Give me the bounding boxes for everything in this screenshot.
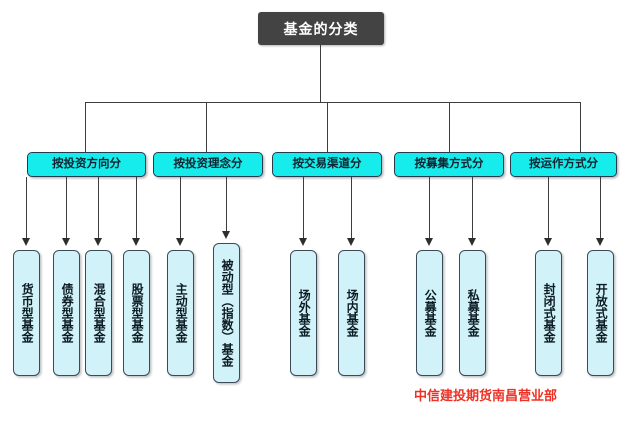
connector-category3-to-leaf7 (303, 177, 305, 239)
connector-bus-to-category-5 (580, 102, 582, 152)
connector-category3-to-leaf8 (351, 177, 353, 239)
root-node-label: 基金的分类 (283, 20, 359, 37)
connector-category4-to-leaf9 (429, 177, 431, 239)
leaf-box-private-placement-fund[interactable]: 私募基金 (459, 250, 486, 376)
arrowhead-leaf6 (222, 231, 230, 239)
arrowhead-leaf12 (596, 238, 604, 246)
leaf-label: 货币型基金 (20, 283, 35, 343)
connector-category2-to-leaf5 (180, 177, 182, 239)
connector-category1-to-leaf4 (136, 177, 138, 239)
connector-category4-to-leaf10 (472, 177, 474, 239)
category-label: 按运作方式分 (529, 157, 598, 170)
leaf-label: 场内基金 (345, 289, 360, 337)
connector-category5-to-leaf12 (600, 177, 602, 239)
leaf-box-exchange-traded-fund[interactable]: 场内基金 (338, 250, 365, 376)
category-label: 按投资方向分 (52, 157, 121, 170)
leaf-label: 开放式基金 (594, 283, 609, 343)
arrowhead-leaf1 (22, 238, 30, 246)
connector-bus-to-category-3 (327, 102, 329, 152)
connector-bus-to-category-1 (85, 102, 87, 152)
arrowhead-leaf4 (132, 238, 140, 246)
leaf-box-closed-end-fund[interactable]: 封闭式基金 (535, 250, 562, 376)
arrowhead-leaf8 (347, 238, 355, 246)
category-label: 按交易渠道分 (292, 157, 362, 170)
leaf-box-money-market-fund[interactable]: 货币型基金 (13, 250, 40, 376)
leaf-label: 主动型基金 (174, 283, 189, 343)
connector-category2-to-leaf6 (226, 177, 228, 232)
leaf-box-passive-index-fund[interactable]: 被动型（指数）基金 (213, 243, 240, 383)
leaf-label: 债券型基金 (60, 283, 75, 343)
leaf-box-active-fund[interactable]: 主动型基金 (167, 250, 194, 376)
connector-horizontal-bus (85, 102, 581, 104)
arrowhead-leaf11 (544, 238, 552, 246)
category-box-raising-method[interactable]: 按募集方式分 (394, 152, 504, 177)
footer-branding-text: 中信建投期货南昌营业部 (414, 388, 558, 403)
connector-bus-to-category-2 (206, 102, 208, 152)
leaf-box-otc-fund[interactable]: 场外基金 (290, 250, 317, 376)
leaf-box-public-offering-fund[interactable]: 公募基金 (416, 250, 443, 376)
category-box-trading-channel[interactable]: 按交易渠道分 (272, 152, 382, 177)
arrowhead-leaf2 (62, 238, 70, 246)
arrowhead-leaf10 (468, 238, 476, 246)
leaf-label: 封闭式基金 (542, 283, 557, 343)
category-box-operation-method[interactable]: 按运作方式分 (510, 152, 617, 177)
arrowhead-leaf7 (299, 238, 307, 246)
leaf-box-equity-fund[interactable]: 股票型基金 (123, 250, 150, 376)
leaf-label: 股票型基金 (130, 283, 145, 343)
arrowhead-leaf5 (176, 238, 184, 246)
connector-category1-to-leaf2 (66, 177, 68, 239)
category-box-investment-direction[interactable]: 按投资方向分 (27, 152, 146, 177)
leaf-box-open-end-fund[interactable]: 开放式基金 (587, 250, 614, 376)
arrowhead-leaf3 (94, 238, 102, 246)
connector-category5-to-leaf11 (548, 177, 550, 239)
connector-category1-to-leaf3 (98, 177, 100, 239)
root-node-fund-classification[interactable]: 基金的分类 (258, 12, 384, 45)
leaf-label: 混合型基金 (92, 283, 107, 343)
connector-category1-to-leaf1 (26, 177, 28, 239)
leaf-label: 场外基金 (297, 289, 312, 337)
leaf-label: 私募基金 (466, 289, 481, 337)
category-label: 按投资理念分 (173, 157, 243, 170)
category-box-investment-philosophy[interactable]: 按投资理念分 (153, 152, 263, 177)
connector-root-stem (320, 45, 322, 103)
leaf-box-bond-fund[interactable]: 债券型基金 (53, 250, 80, 376)
arrowhead-leaf9 (425, 238, 433, 246)
leaf-label: 被动型（指数）基金 (220, 259, 235, 367)
leaf-box-hybrid-fund[interactable]: 混合型基金 (85, 250, 112, 376)
connector-bus-to-category-4 (449, 102, 451, 152)
category-label: 按募集方式分 (414, 157, 484, 170)
leaf-label: 公募基金 (423, 289, 438, 337)
